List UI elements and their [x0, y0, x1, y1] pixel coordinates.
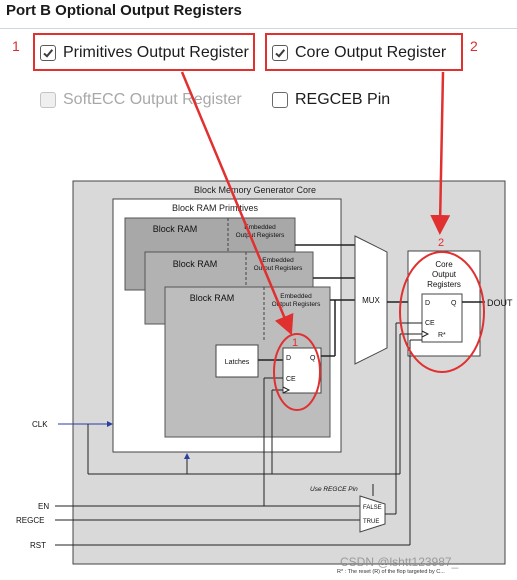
clock-triangle [421, 330, 430, 338]
reg-d-label: D [286, 355, 291, 362]
regceb-pin-label: REGCEB Pin [295, 91, 391, 108]
primitives-title: Block RAM Primitives [172, 203, 259, 213]
clock-triangle [282, 386, 291, 394]
softecc-output-register-label: SoftECC Output Register [63, 91, 242, 108]
clk-label: CLK [32, 420, 48, 429]
softecc-output-register-checkbox [40, 92, 56, 108]
reg-q-label: Q [310, 355, 316, 362]
latches-label: Latches [225, 359, 250, 366]
annotation-box-core [265, 33, 463, 71]
watermark: CSDN @lshtt123987_ [340, 555, 459, 569]
annotation-ellipse-1-number: 1 [292, 337, 298, 349]
annotation-marker-1: 1 [12, 38, 20, 54]
true-label: TRUE [363, 519, 379, 525]
core-reg-ce-label: CE [425, 320, 435, 327]
core-output-register-option[interactable]: Core Output Register [272, 44, 446, 62]
primitives-output-register-checkbox[interactable] [40, 45, 56, 61]
primitives-output-register-label: Primitives Output Register [63, 44, 249, 61]
annotation-marker-2: 2 [470, 38, 478, 54]
primitive-output-register-block [282, 347, 322, 394]
softecc-output-register-option: SoftECC Output Register [40, 91, 242, 109]
core-title: Block Memory Generator Core [194, 185, 316, 195]
annotation-ellipse-2-number: 2 [438, 237, 444, 249]
rst-label: RST [30, 541, 46, 550]
primitives-output-register-option[interactable]: Primitives Output Register [40, 44, 249, 62]
latches-box [215, 344, 259, 378]
block-ram-3-label: Block RAM [190, 293, 235, 303]
false-label: FALSE [363, 505, 382, 511]
annotation-ellipse-2 [399, 251, 485, 373]
dout-label: DOUT [487, 298, 513, 308]
checkmark-icon [275, 49, 286, 58]
core-reg-d-label: D [425, 300, 430, 307]
en-label: EN [38, 502, 49, 511]
annotation-ellipse-1 [273, 333, 321, 411]
checkmark-icon [43, 49, 54, 58]
core-reg-r-label: R* [438, 332, 446, 339]
block-ram-1-label: Block RAM [153, 224, 198, 234]
core-output-register-checkbox[interactable] [272, 45, 288, 61]
reg-ce-label: CE [286, 376, 296, 383]
annotation-arrow-2 [430, 71, 451, 235]
annotation-arrow-1 [180, 71, 294, 336]
core-reg-q-label: Q [451, 300, 457, 307]
section-title: Port B Optional Output Registers [6, 2, 242, 19]
regce-mux-block [359, 495, 386, 533]
mux-label: MUX [362, 296, 380, 305]
regceb-pin-checkbox[interactable] [272, 92, 288, 108]
regceb-pin-option[interactable]: REGCEB Pin [272, 91, 390, 109]
annotation-box-primitives [33, 33, 255, 71]
block-ram-2-label: Block RAM [173, 259, 218, 269]
use-regce-pin-label: Use REGCE Pin [310, 486, 358, 493]
mux-block [354, 235, 388, 365]
footnote: R* : The reset (R) of the flop targeted … [337, 569, 445, 575]
regce-label: REGCE [16, 516, 44, 525]
core-output-register-label: Core Output Register [295, 44, 447, 61]
section-divider [0, 28, 517, 29]
